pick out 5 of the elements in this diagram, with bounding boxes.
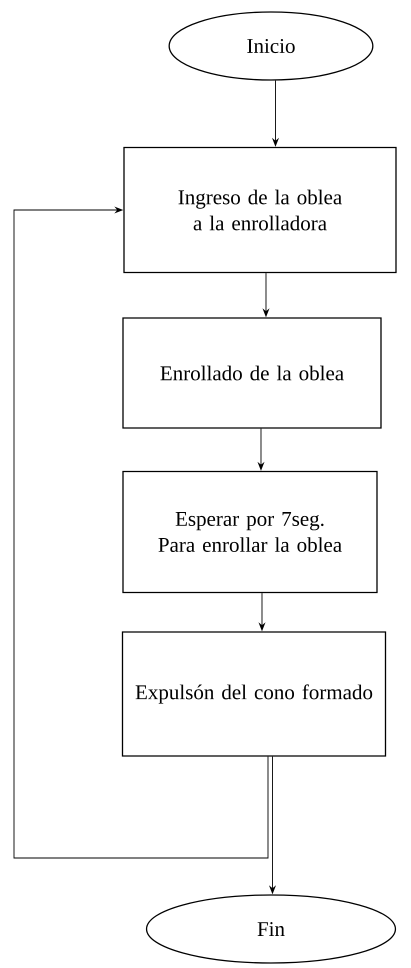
arrow — [14, 206, 268, 858]
process-box: Expulsón del cono formado — [122, 631, 386, 757]
process-box: Ingreso de la oblea a la enrolladora — [123, 146, 397, 274]
process-box: Esperar por 7seg. Para enrollar la oblea — [122, 470, 378, 594]
process-box: Enrollado de la oblea — [122, 317, 382, 429]
